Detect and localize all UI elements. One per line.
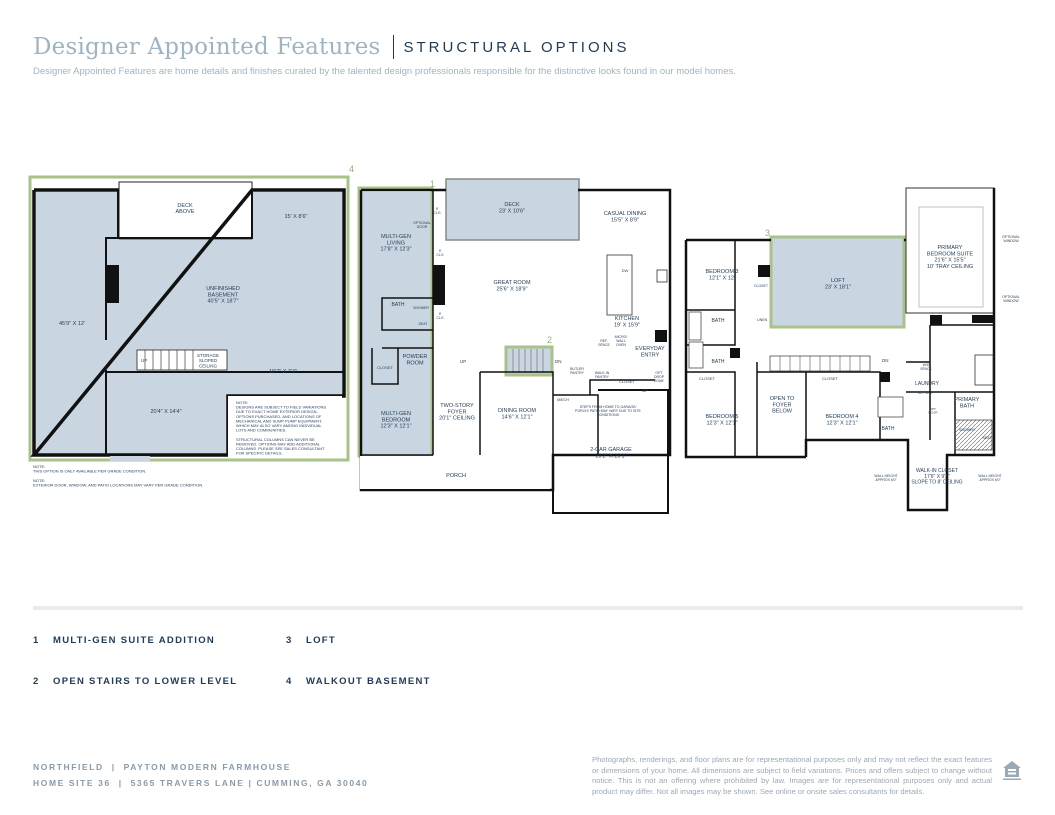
multigen-closet-label: CLOSET (377, 365, 394, 370)
callout-4: 4 (349, 164, 354, 174)
laundry-label: LAUNDRY (915, 381, 939, 387)
basement-room-20-label: 20'4" X 14'4" (150, 409, 181, 415)
linen-label: LINEN (757, 318, 768, 322)
basement-bottom-note: NOTE:THIS OPTION IS ONLY AVAILABLE PER G… (33, 464, 203, 487)
home-site-address: HOME SITE 36 | 5365 TRAVERS LANE | CUMMI… (33, 778, 369, 788)
primary-shower-label: SHOWER (959, 428, 975, 432)
main-deck (445, 178, 580, 241)
callout-3: 3 (765, 228, 770, 238)
ceiling-9-label-b: 9'CLG (436, 249, 443, 257)
multigen-shower-label: SHOWER (413, 306, 429, 310)
bath-a-label: BATH (712, 318, 725, 324)
dishwasher-label: DW (622, 268, 629, 273)
bath-b-label: BATH (712, 359, 725, 365)
page-header: Designer Appointed Features STRUCTURAL O… (33, 34, 629, 60)
title-separator (392, 35, 394, 59)
bedroom-5-closet-label: CLOSET (699, 376, 716, 381)
mech-label: MECH (557, 397, 569, 402)
ceiling-9-label-a: 9'CLG (433, 207, 440, 215)
bedroom-3-closet-label: CLOSET (754, 284, 769, 288)
callout-1: 1 (430, 179, 435, 189)
equal-housing-opportunity-icon (1003, 761, 1021, 780)
basement-room-15-label: 15' X 8'6" (284, 214, 307, 220)
steps-note: STEPS FROM HOME TO GARAGE/PORCH/ PATIO M… (575, 405, 641, 417)
opt-sink-label: OPT. SINK (918, 391, 933, 395)
basement-note-box: NOTE:DESIGNS ARE SUBJECT TO FIELD VARIAT… (236, 400, 326, 456)
multigen-seat-label: SEAT (419, 322, 429, 326)
multigen-bath-label: BATH (392, 302, 405, 308)
open-stairs-highlight (504, 345, 554, 377)
opt-door-label: OPT.DOOR (929, 407, 939, 414)
entry-closet-label: CLOSET (619, 379, 636, 384)
multigen-highlight (361, 192, 433, 455)
basement-room-45-label: 45'9" X 12' (59, 321, 85, 327)
disclaimer-text: Photographs, renderings, and floor plans… (592, 755, 992, 796)
community-info: NORTHFIELD | PAYTON MODERN FARMHOUSE HOM… (33, 759, 368, 791)
page-subtitle: STRUCTURAL OPTIONS (403, 38, 630, 56)
bedroom-4-closet-label: CLOSET (822, 376, 839, 381)
upper-dn-label: DN (882, 358, 889, 363)
bath-c-label: BATH (882, 426, 895, 432)
section-divider (33, 606, 1023, 610)
callout-2: 2 (547, 335, 552, 345)
community-name: NORTHFIELD | PAYTON MODERN FARMHOUSE (33, 762, 292, 772)
basement-room-45 (36, 192, 118, 455)
basement-deck-above (118, 181, 253, 240)
loft-highlight (769, 235, 906, 329)
primary-seat-label: SEAT (983, 436, 993, 440)
page-title: Designer Appointed Features (33, 34, 381, 60)
basement-highlight-border (28, 175, 350, 462)
garage-up-label: UP (642, 388, 648, 393)
page-description: Designer Appointed Features are home det… (33, 66, 736, 77)
ceiling-9-label-c: 9'CLG (436, 312, 443, 320)
main-up-label: UP (460, 359, 466, 364)
main-dn-label: DN (555, 359, 562, 364)
ref-space-label: REF.SPACE (598, 339, 610, 347)
basement-room-19-label: 19'7" X 7'4" (269, 369, 297, 375)
basement-up-label: UP (141, 358, 147, 363)
porch-label: PORCH (446, 473, 466, 479)
